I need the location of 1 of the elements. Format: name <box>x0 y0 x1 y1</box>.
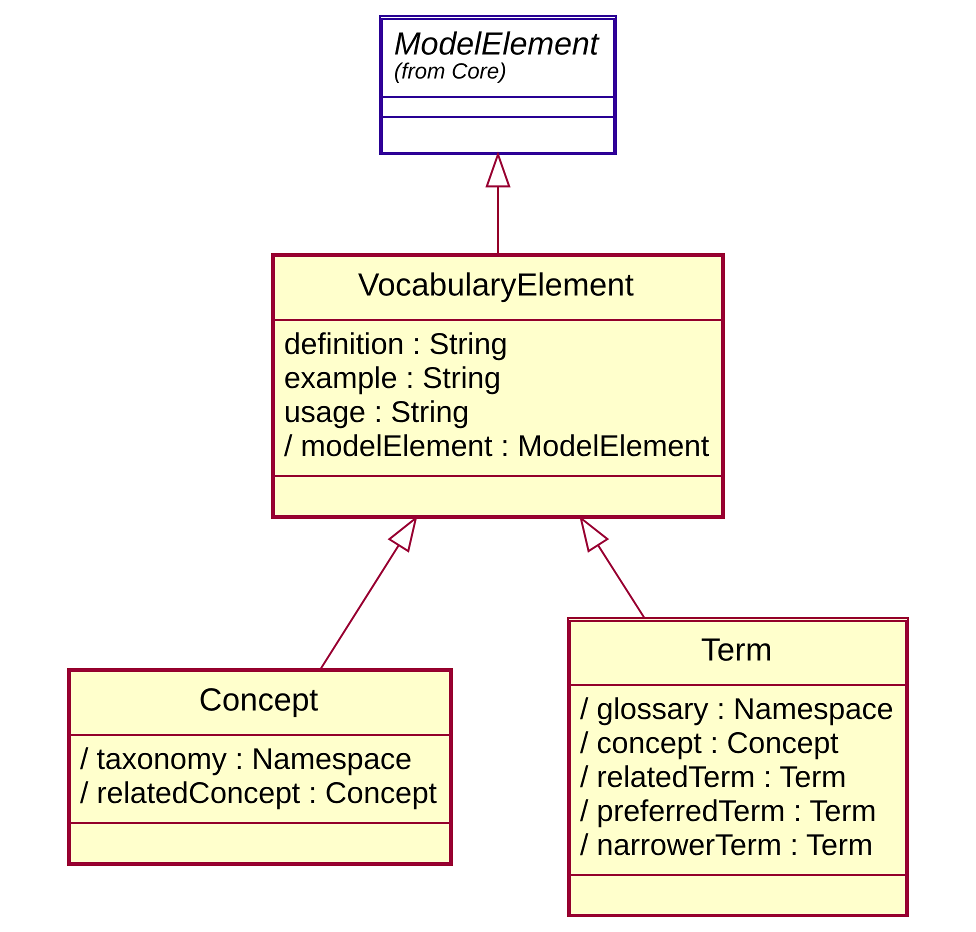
arrow <box>485 151 511 254</box>
